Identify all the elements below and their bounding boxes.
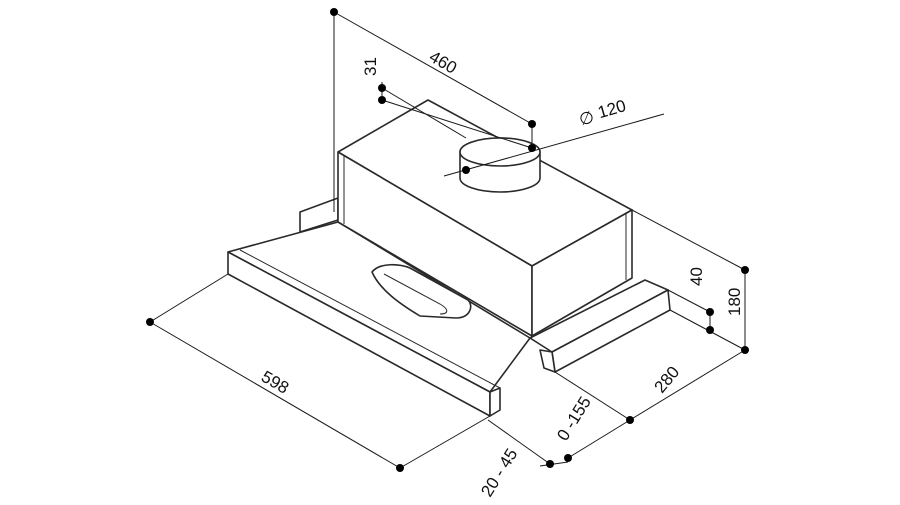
label-120: 120 <box>596 96 629 122</box>
dim-0-155-ext <box>554 371 631 421</box>
handle-recess <box>371 263 472 319</box>
dim-598-ext-right <box>399 415 491 469</box>
dim-40-top-ext <box>667 289 711 313</box>
visor-edge-line <box>239 249 501 389</box>
label-598: 598 <box>258 367 292 398</box>
dot <box>528 144 536 152</box>
dim-598-ext-left <box>149 273 229 323</box>
motor-box-side <box>531 209 633 337</box>
dot <box>546 460 554 468</box>
dim-31-line-b <box>381 99 533 149</box>
dot <box>741 346 749 354</box>
dot <box>146 318 154 326</box>
dim-20-45-ext <box>487 419 551 465</box>
dot <box>396 464 404 472</box>
label-280: 280 <box>651 363 684 397</box>
dot <box>706 326 714 334</box>
dot <box>378 84 386 92</box>
diameter-symbol-icon: ∅ <box>577 107 596 129</box>
dim-180-top-ext <box>631 209 746 271</box>
handle-inner <box>383 273 448 315</box>
hood-body <box>227 99 671 417</box>
label-31: 31 <box>361 57 380 76</box>
dot <box>564 454 572 462</box>
dot <box>378 96 386 104</box>
label-40: 40 <box>687 267 706 286</box>
dim-280-line <box>629 349 746 421</box>
label-0-155: 0 -155 <box>553 393 595 444</box>
side-rail-end <box>539 349 556 373</box>
label-120-group: ∅ 120 <box>577 96 629 130</box>
visor-end <box>489 387 501 417</box>
label-460: 460 <box>426 47 460 78</box>
dot <box>626 416 634 424</box>
dimension-lines <box>149 11 746 469</box>
dot <box>462 166 470 174</box>
dot <box>528 120 536 128</box>
dim-460-line <box>333 11 533 125</box>
label-180: 180 <box>725 288 744 316</box>
label-20-45: 20 - 45 <box>477 445 521 500</box>
dim-0-155-line <box>567 419 631 459</box>
dot <box>706 308 714 316</box>
dimension-dots <box>146 8 749 472</box>
dim-598-line <box>149 321 401 469</box>
dot <box>741 266 749 274</box>
dot <box>330 8 338 16</box>
dim-120-line <box>443 113 665 177</box>
